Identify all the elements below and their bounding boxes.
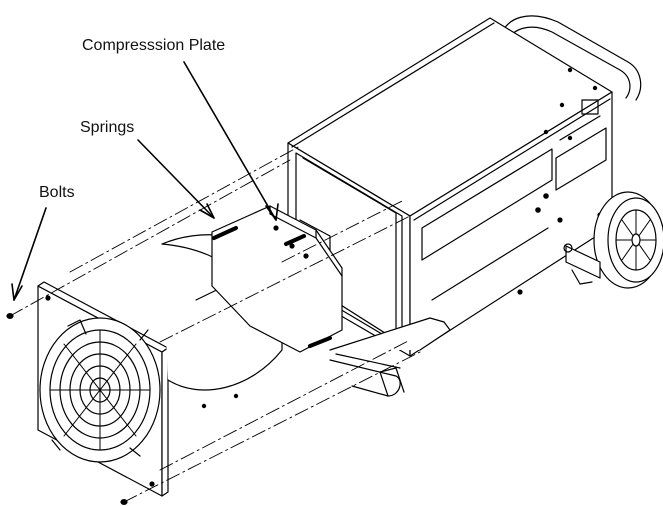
wheel: [593, 191, 663, 289]
side-handle: [329, 317, 451, 397]
springs: [212, 226, 332, 348]
leader-lines: [11, 61, 279, 301]
bolts-label: Bolts: [39, 184, 75, 201]
compression-plate-label: Compresssion Plate: [82, 37, 226, 54]
compression-plate: [211, 205, 343, 353]
bolt-icons: [6, 313, 128, 506]
fan-guard: [39, 317, 161, 463]
main-housing: [287, 17, 613, 357]
springs-label: Springs: [80, 119, 135, 136]
alignment-lines: [9, 145, 421, 503]
axle-bracket: [563, 243, 601, 285]
